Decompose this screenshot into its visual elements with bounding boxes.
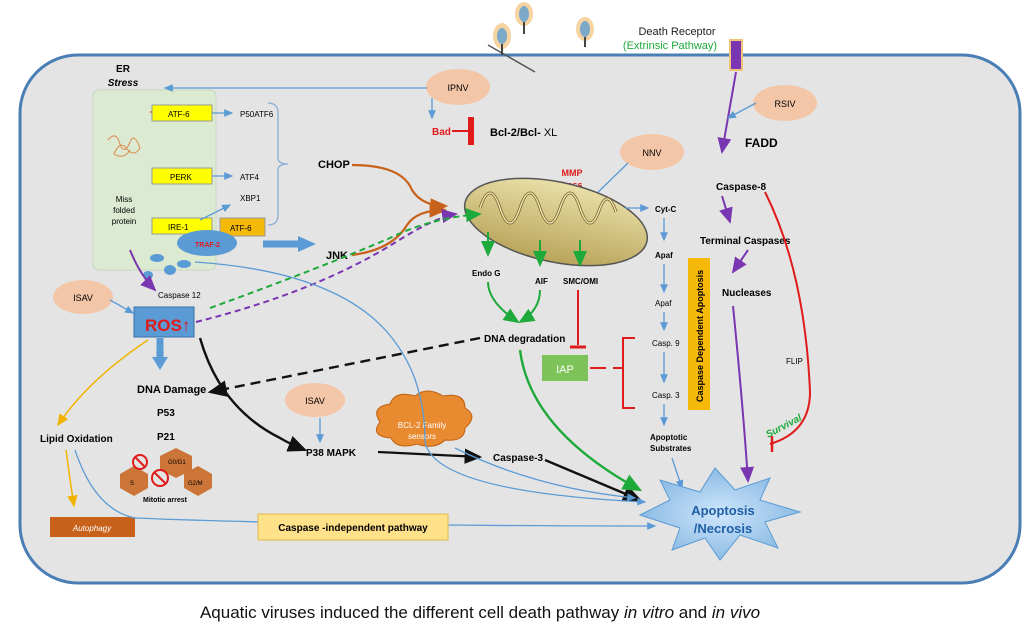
figure-caption: Aquatic viruses induced the different ce…	[0, 603, 960, 623]
g0g1-label: G0/G1	[168, 460, 186, 466]
cyt-c-label: Cyt-C	[655, 205, 677, 214]
necrosis-label: /Necrosis	[694, 521, 753, 536]
bcl2-label: Bcl-2/Bcl- XL	[490, 127, 557, 139]
chop-label: CHOP	[318, 159, 350, 171]
caspase-independent-label: Caspase -independent pathway	[278, 523, 428, 534]
autophagy-label: Autophagy	[72, 524, 112, 533]
jnk-label: JNK	[326, 250, 348, 262]
p38-mapk-label: P38 MAPK	[306, 448, 357, 459]
ipnv-label: IPNV	[447, 83, 468, 93]
traf2-shape	[177, 230, 237, 256]
apaf-label-2: Apaf	[655, 299, 672, 308]
nucleases-label: Nucleases	[722, 288, 772, 299]
atf6-b-label: ATF-6	[230, 224, 252, 233]
terminal-caspases-label: Terminal Caspases	[700, 236, 791, 247]
bad-label: Bad	[432, 127, 451, 138]
nnv-label: NNV	[642, 148, 661, 158]
fadd-label: FADD	[745, 136, 778, 150]
ros-box	[133, 306, 195, 338]
p21-label: P21	[157, 432, 175, 443]
autophagy-box	[50, 517, 135, 537]
rsiv-virus	[753, 85, 817, 121]
misfolded-label-1: Miss	[116, 195, 132, 204]
dna-damage-label: DNA Damage	[137, 384, 206, 396]
isav-virus-1	[53, 280, 113, 314]
atf6-b-box	[219, 217, 266, 237]
endo-g-label: Endo G	[472, 269, 500, 278]
iap-label: IAP	[556, 364, 574, 376]
misfolded-label-2: folded	[113, 206, 135, 215]
isav-label-1: ISAV	[73, 293, 93, 303]
smc-omi-label: SMC/OMI	[563, 277, 598, 286]
caspase12-label: Caspase 12	[158, 291, 201, 300]
ros-label: ROS↑	[145, 316, 190, 335]
perk-label: PERK	[170, 173, 192, 182]
ire1-box	[151, 217, 213, 235]
extrinsic-pathway-label: (Extrinsic Pathway)	[623, 40, 717, 52]
g2m-label: G2/M	[188, 481, 203, 487]
er-label: ER	[116, 64, 131, 75]
caspase-dependent-bar	[688, 258, 710, 410]
xbp1-label: XBP1	[240, 194, 261, 203]
ire1-label: IRE-1	[168, 223, 189, 232]
ipnv-virus	[426, 69, 490, 105]
isav-label-2: ISAV	[305, 396, 325, 406]
casp3-label: Casp. 3	[652, 391, 680, 400]
apoptotic-substrates-label-2: Substrates	[650, 444, 692, 453]
traf2-label: TRAF-2	[195, 242, 220, 249]
misfolded-label-3: protein	[112, 217, 136, 226]
bcl2-sensors-label-2: sensors	[408, 432, 436, 441]
nnv-virus	[620, 134, 684, 170]
atf6-label: ATF-6	[168, 110, 190, 119]
cell-cycle-icon	[120, 448, 212, 496]
death-receptor-icon	[729, 39, 743, 71]
caspase3-label: Caspase-3	[493, 453, 543, 464]
isav-virus-2	[285, 383, 345, 417]
caspase-dependent-label: Caspase Dependent Apoptosis	[695, 270, 705, 402]
aif-label: AIF	[535, 277, 548, 286]
apaf-label-1: Apaf	[655, 251, 673, 260]
bcl2-sensors-label-1: BCL-2 Family	[398, 421, 446, 430]
iap-box	[542, 355, 588, 381]
death-receptor-label: Death Receptor	[638, 26, 715, 38]
lipid-oxidation-label: Lipid Oxidation	[40, 434, 113, 445]
casp9-label: Casp. 9	[652, 339, 680, 348]
rsiv-label: RSIV	[774, 99, 795, 109]
s-phase-label: S	[130, 481, 134, 487]
stress-label: Stress	[108, 78, 139, 89]
flip-label: FLIP	[786, 357, 803, 366]
caption-and: and	[674, 603, 712, 622]
caption-in-vivo: in vivo	[711, 603, 761, 622]
mmp-label: MMP	[562, 168, 583, 178]
mitotic-arrest-label: Mitotic arrest	[143, 497, 188, 504]
virus-particle-icon	[487, 2, 594, 73]
mitochondrion-icon	[463, 177, 649, 267]
apoptosis-label: Apoptosis	[691, 503, 755, 518]
caspase8-label: Caspase-8	[716, 182, 766, 193]
p53-label: P53	[157, 408, 175, 419]
apoptosis-burst	[638, 467, 802, 561]
atf4-label: ATF4	[240, 173, 260, 182]
caspase-independent-box	[257, 513, 449, 541]
p50atf6-label: P50ATF6	[240, 110, 274, 119]
caption-main: Aquatic viruses induced the different ce…	[199, 603, 624, 622]
caption-in-vitro: in vitro	[623, 603, 675, 622]
apoptotic-substrates-label-1: Apoptotic	[650, 433, 688, 442]
misfolded-protein-icon	[107, 135, 141, 157]
dna-degradation-label: DNA degradation	[484, 334, 565, 345]
